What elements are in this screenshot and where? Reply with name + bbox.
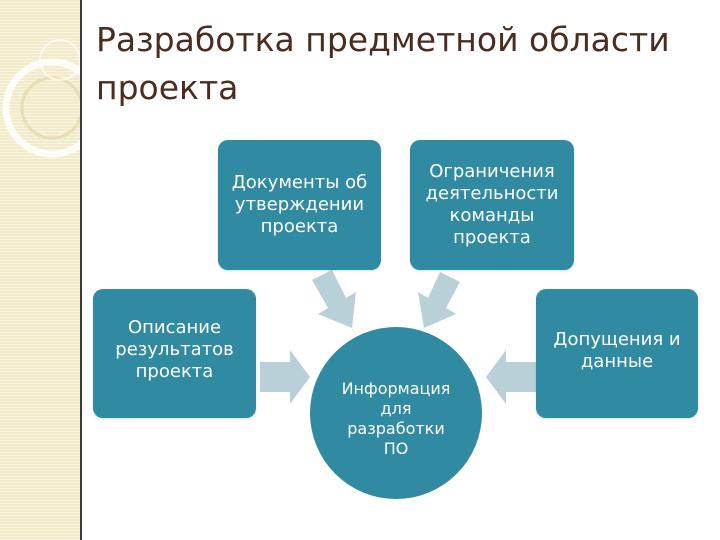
arrow-documents-to-center: [312, 270, 356, 328]
slide-title: Разработка предметной области проекта: [96, 16, 696, 112]
box-assumptions-label: Допущения и данные: [553, 329, 681, 372]
center-label: Информация для разработки ПО: [341, 379, 451, 458]
center-circle: Информация для разработки ПО: [310, 327, 482, 499]
box-constraints: Ограничения деятельности команды проекта: [410, 140, 574, 270]
box-documents: Документы об утверждении проекта: [218, 140, 381, 270]
title-line-2: проекта: [96, 68, 239, 107]
title-line-1: Разработка предметной области: [96, 20, 670, 59]
box-results: Описание результатов проекта: [93, 289, 256, 418]
decorative-circles: [2, 39, 80, 158]
decorative-sidebar: [0, 0, 82, 540]
box-assumptions: Допущения и данные: [536, 289, 698, 418]
arrow-results-to-center: [260, 350, 310, 404]
box-constraints-label: Ограничения деятельности команды проекта: [425, 161, 559, 248]
arrow-assumptions-to-center: [486, 350, 540, 404]
box-documents-label: Документы об утверждении проекта: [231, 172, 368, 237]
box-results-label: Описание результатов проекта: [115, 317, 234, 382]
arrow-constraints-to-center: [418, 272, 460, 328]
